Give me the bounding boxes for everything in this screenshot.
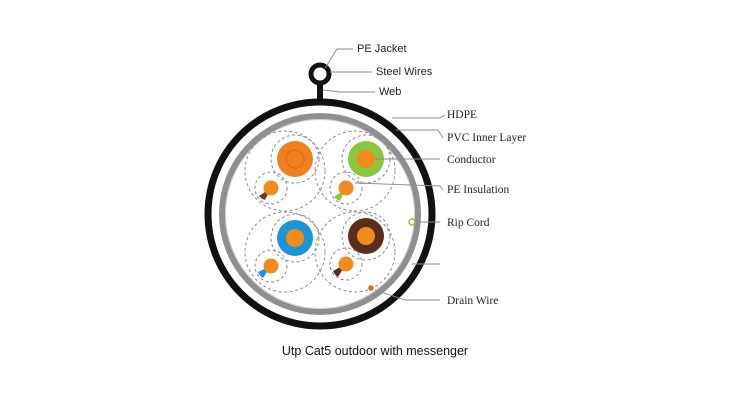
pair-boundary xyxy=(244,211,326,293)
insulated-conductor xyxy=(277,141,313,177)
insulation-boundary xyxy=(270,213,320,263)
label-web: Web xyxy=(379,86,401,98)
pair-boundary xyxy=(244,130,326,212)
leader-hdpe xyxy=(392,114,446,119)
pair-green xyxy=(314,130,396,212)
conductor-core xyxy=(286,229,304,247)
label-pvc-inner-layer: PVC Inner Layer xyxy=(447,132,526,144)
conductor-core xyxy=(357,150,375,168)
inner-layer-edge xyxy=(225,119,415,309)
insulation-boundary-small xyxy=(329,247,363,281)
leader-lines xyxy=(322,48,446,301)
rip-cord xyxy=(408,218,416,226)
label-pe-jacket: PE Jacket xyxy=(357,43,407,55)
diagram-caption: Utp Cat5 outdoor with messenger xyxy=(282,344,468,358)
insulation-boundary-small xyxy=(254,249,288,283)
leader-pe-insulation xyxy=(354,182,444,191)
leader-web xyxy=(322,89,375,93)
steel-wires-ring xyxy=(308,62,332,86)
label-conductor: Conductor xyxy=(447,154,496,166)
leader-pvc xyxy=(396,129,444,139)
pair-blue xyxy=(244,211,326,293)
insulation-boundary-small xyxy=(254,171,288,205)
leader-drain-wire xyxy=(374,289,440,301)
pair-orange xyxy=(244,130,326,212)
pair-brown xyxy=(314,211,396,293)
pair-boundary xyxy=(314,211,396,293)
pair-boundary xyxy=(314,130,396,212)
web-connector xyxy=(317,83,323,103)
pvc-inner-layer xyxy=(219,113,421,315)
label-pe-insulation: PE Insulation xyxy=(447,184,510,196)
conductor xyxy=(338,256,354,272)
label-steel-wires: Steel Wires xyxy=(376,66,433,78)
conductor-core xyxy=(285,149,305,169)
conductor xyxy=(338,180,354,196)
conductor xyxy=(263,258,279,274)
outer-jacket xyxy=(204,98,436,330)
insulation-boundary xyxy=(341,211,391,261)
label-drain-wire: Drain Wire xyxy=(447,295,498,307)
conductor xyxy=(263,180,279,196)
leader-pe-jacket xyxy=(324,48,353,69)
insulation-boundary xyxy=(270,134,320,184)
label-rip-cord: Rip Cord xyxy=(447,217,490,229)
label-hdpe: HDPE xyxy=(447,109,477,121)
drain-wire xyxy=(368,285,374,291)
conductor-core xyxy=(357,227,375,245)
insulation-boundary-small xyxy=(329,171,363,205)
